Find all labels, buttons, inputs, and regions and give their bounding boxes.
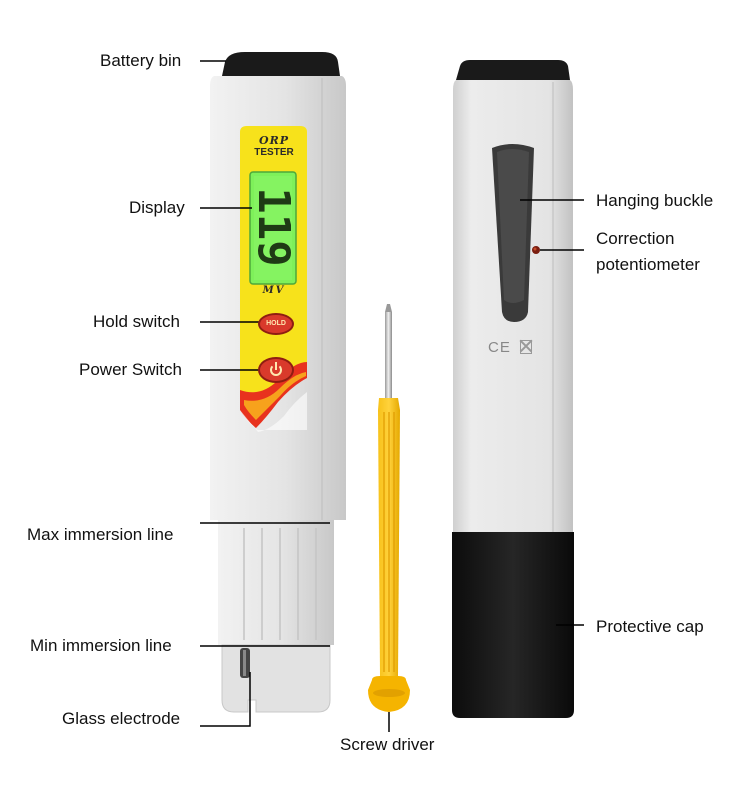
screwdriver — [368, 304, 410, 712]
label-hold-switch: Hold switch — [93, 312, 180, 331]
label-min-immersion: Min immersion line — [30, 636, 172, 655]
power-button[interactable] — [258, 357, 294, 383]
meter-stem — [218, 520, 334, 645]
weee-bin-icon — [519, 339, 533, 354]
ce-mark: CE — [488, 339, 511, 356]
label-battery-bin: Battery bin — [100, 51, 182, 70]
unit-label: MV — [262, 285, 286, 296]
label-protective-cap: Protective cap — [596, 617, 704, 636]
label-hanging-buckle: Hanging buckle — [596, 191, 714, 210]
screwdriver-shaft — [385, 312, 392, 398]
label-max-immersion: Max immersion line — [27, 525, 174, 544]
leader-lines — [200, 60, 584, 732]
battery-cap — [222, 52, 340, 76]
label-display: Display — [129, 198, 185, 217]
model-type: TESTER — [254, 147, 294, 158]
label-screw-driver: Screw driver — [340, 735, 435, 754]
label-power-switch: Power Switch — [79, 360, 182, 379]
protective-cap-shape — [452, 532, 574, 718]
hold-button[interactable]: HOLD — [258, 313, 294, 335]
leader-glass — [200, 672, 251, 727]
model-name: ORP — [259, 134, 289, 147]
meter-back — [452, 60, 574, 718]
back-top-cap — [456, 60, 570, 80]
label-glass-electrode: Glass electrode — [62, 709, 181, 728]
meter-front — [210, 52, 346, 713]
label-potentiometer: potentiometer — [596, 255, 700, 274]
lcd-reading: 119 — [248, 187, 299, 267]
label-correction: Correction — [596, 229, 675, 248]
power-icon — [270, 364, 282, 376]
probe-housing — [221, 644, 331, 713]
